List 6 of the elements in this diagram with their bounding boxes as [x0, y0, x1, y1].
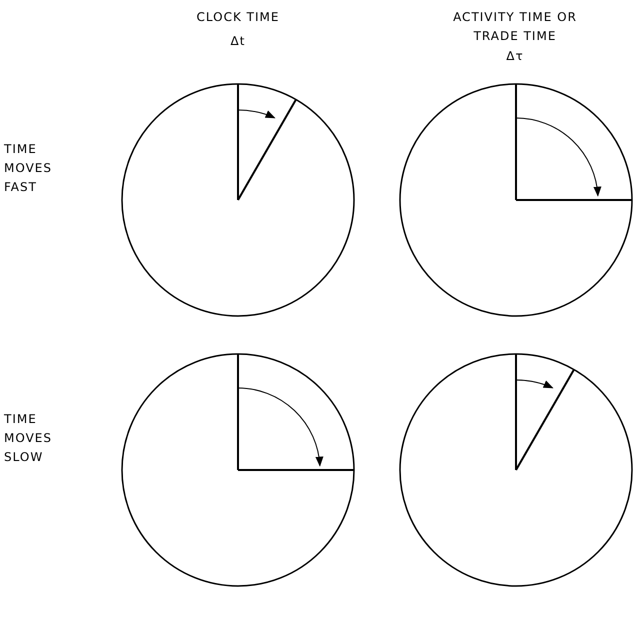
column-heading: ACTIVITY TIME OR TRADE TIME	[452, 9, 578, 45]
row-heading: TIME MOVES SLOW	[4, 411, 53, 466]
symbol-label: Δτ	[505, 48, 525, 65]
symbol-label: Δt	[230, 33, 246, 50]
column-heading: CLOCK TIME	[196, 9, 280, 26]
row-heading: TIME MOVES FAST	[4, 141, 53, 196]
